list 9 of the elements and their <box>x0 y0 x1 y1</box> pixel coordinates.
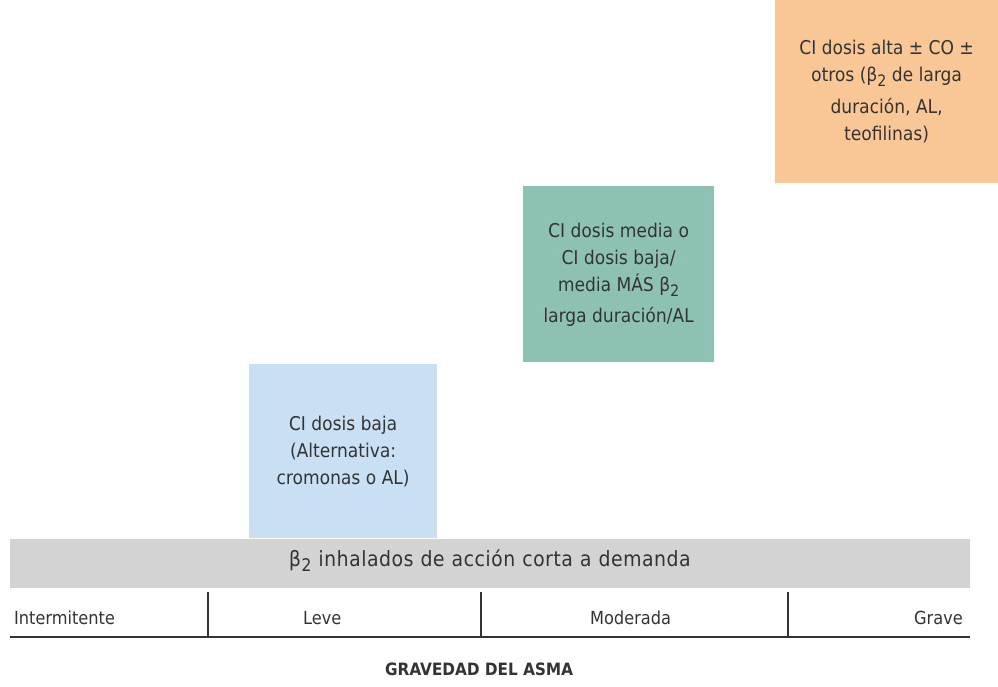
severity-label: Grave <box>914 608 963 629</box>
severity-label: Moderada <box>590 608 671 629</box>
treatment-step-box: CI dosis alta ± CO ± otros (β$_{2}$ de larga duración, AL, teofilinas) <box>775 0 998 183</box>
axis-title: GRAVEDAD DEL ASMA <box>385 660 573 680</box>
treatment-step-box: CI dosis media o CI dosis baja/ media MÁS β$_{2}$ larga duración/AL <box>523 186 714 362</box>
severity-label: Leve <box>303 608 342 629</box>
rescue-medication-band: β$_{2}$ inhalados de acción corta a demanda <box>10 539 970 588</box>
treatment-step-box: CI dosis baja (Alternativa: cromonas o AL) <box>249 364 437 538</box>
severity-label: Intermitente <box>14 608 115 629</box>
